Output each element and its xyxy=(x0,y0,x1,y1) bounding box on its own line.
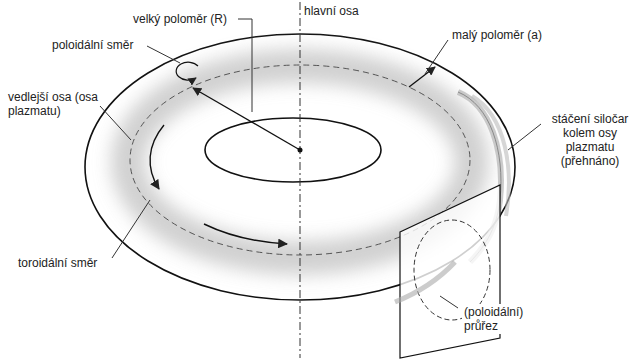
poloidal-arrow xyxy=(176,62,198,80)
axis-label: hlavní osa xyxy=(304,4,359,18)
axis-label: vedlejší osa (osa plazmatu) xyxy=(8,90,100,118)
leader-line xyxy=(100,106,131,140)
cross-section-label: (poloidální) průřez xyxy=(462,304,550,334)
leader-line xyxy=(440,296,458,308)
leader-line xyxy=(238,19,252,112)
radius-label: velký poloměr (R) xyxy=(133,12,227,26)
toroidal-arrow xyxy=(204,224,287,244)
leader-line xyxy=(508,124,541,150)
leader-line xyxy=(112,200,150,258)
direction-label: poloidální směr xyxy=(52,38,133,52)
direction-label: toroidální směr xyxy=(18,256,97,270)
minor-radius-arrow xyxy=(409,67,435,87)
radius-label: malý poloměr (a) xyxy=(452,28,542,42)
leader-line xyxy=(425,40,448,74)
toroidal-arrow xyxy=(150,125,164,189)
major-radius-arrow xyxy=(193,88,300,150)
field-line-label: stáčení siločar kolem osy plazmatu (přeh… xyxy=(544,112,636,168)
field-line-ribbon xyxy=(395,262,455,302)
main-axis xyxy=(300,2,301,358)
leader-line xyxy=(147,46,180,63)
torus-hole xyxy=(205,118,381,182)
